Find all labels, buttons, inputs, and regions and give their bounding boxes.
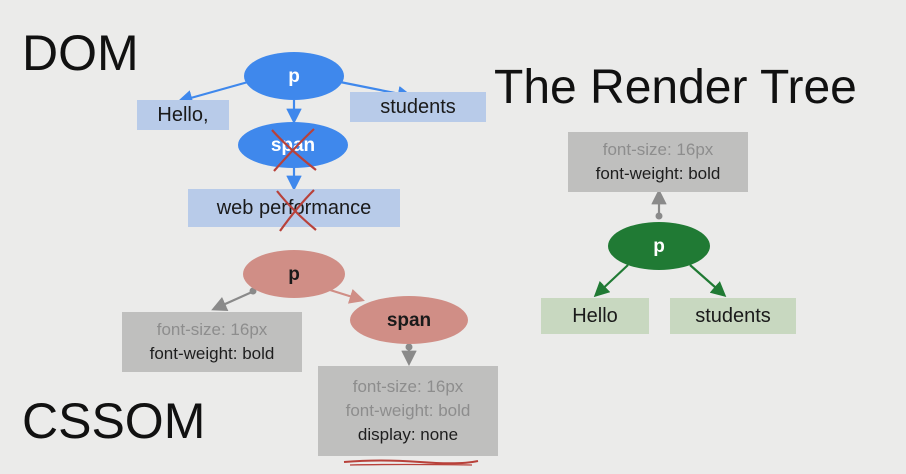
render-node-p-label: p bbox=[653, 235, 665, 257]
dom-leaf-students: students bbox=[350, 92, 486, 122]
dom-node-p: p bbox=[244, 52, 344, 100]
dom-node-span: span bbox=[238, 122, 348, 168]
cssom-span-style-prop1: font-size: 16px bbox=[352, 377, 464, 397]
cssom-p-style-prop1: font-size: 16px bbox=[156, 320, 268, 340]
render-leaf-students: students bbox=[670, 298, 796, 334]
strike-mark-span-icon bbox=[271, 128, 317, 172]
dom-leaf-web-performance: web performance bbox=[188, 189, 400, 227]
cssom-span-style-box: font-size: 16px font-weight: bold displa… bbox=[318, 366, 498, 456]
dom-heading: DOM bbox=[22, 25, 139, 81]
cssom-node-span: span bbox=[350, 296, 468, 344]
cssom-span-style-prop2: font-weight: bold bbox=[345, 401, 471, 421]
render-edge-p-styles-dot bbox=[655, 212, 663, 220]
render-style-box: font-size: 16px font-weight: bold bbox=[568, 132, 748, 192]
strike-mark-text-icon bbox=[276, 189, 317, 232]
cssom-edge-span-styles-dot bbox=[405, 343, 413, 351]
cssom-node-span-label: span bbox=[386, 309, 432, 331]
render-leaf-students-label: students bbox=[695, 304, 771, 327]
cssom-node-p: p bbox=[243, 250, 345, 298]
cssom-edge-p-styles bbox=[211, 290, 253, 311]
cssom-heading: CSSOM bbox=[22, 393, 206, 449]
cssom-edge-p-span bbox=[329, 288, 365, 304]
render-edge-p-hello bbox=[593, 264, 629, 298]
render-leaf-hello-label: Hello bbox=[572, 304, 618, 327]
cssom-node-p-label: p bbox=[288, 263, 300, 285]
render-style-prop1: font-size: 16px bbox=[602, 140, 714, 160]
dom-leaf-hello-label: Hello, bbox=[157, 103, 209, 126]
cssom-span-style-prop3: display: none bbox=[357, 424, 459, 444]
dom-leaf-students-label: students bbox=[380, 95, 456, 118]
underline-mark-icon bbox=[343, 459, 479, 466]
dom-leaf-hello: Hello, bbox=[137, 100, 229, 130]
dom-edge-p-hello bbox=[177, 80, 249, 106]
cssom-p-style-box: font-size: 16px font-weight: bold bbox=[122, 312, 302, 372]
dom-leaf-web-performance-label: web performance bbox=[216, 196, 372, 219]
cssom-p-style-prop2: font-weight: bold bbox=[149, 344, 275, 363]
render-node-p: p bbox=[608, 222, 710, 270]
render-style-prop2: font-weight: bold bbox=[595, 164, 721, 183]
render-tree-heading: The Render Tree bbox=[494, 61, 857, 114]
render-edge-p-students bbox=[689, 264, 727, 298]
dom-node-p-label: p bbox=[288, 65, 300, 87]
render-leaf-hello: Hello bbox=[541, 298, 649, 334]
